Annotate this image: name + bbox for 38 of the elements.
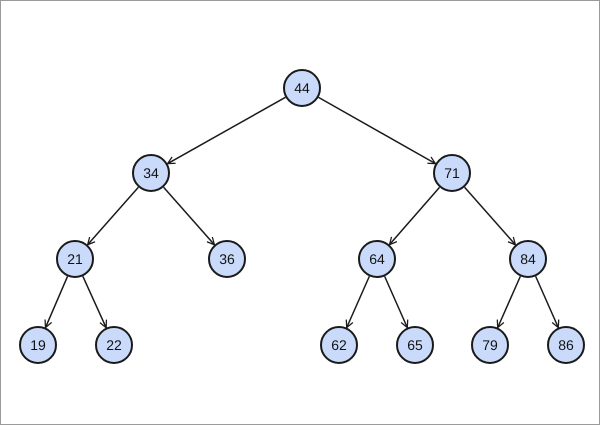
node-value: 84 — [520, 251, 536, 267]
node-value: 62 — [331, 337, 347, 353]
tree-node-circle — [95, 326, 133, 364]
tree-node-circle — [56, 240, 94, 278]
node-value: 21 — [67, 251, 83, 267]
arrow — [384, 276, 408, 328]
node-value: 34 — [143, 165, 159, 181]
node-value: 36 — [219, 251, 235, 267]
tree-node-circle — [283, 69, 321, 107]
arrow — [346, 276, 370, 328]
tree-node-circle — [132, 154, 170, 192]
arrow — [464, 186, 516, 246]
tree-node-circle — [208, 240, 246, 278]
tree-node-circle — [471, 326, 509, 364]
node-value: 86 — [558, 337, 574, 353]
node-value: 44 — [294, 80, 310, 96]
node-value: 19 — [30, 337, 46, 353]
tree-node-circle — [19, 326, 57, 364]
arrow — [86, 186, 139, 246]
tree-node-circle — [433, 154, 471, 192]
tree-node-circle — [358, 240, 396, 278]
node-value: 79 — [482, 337, 498, 353]
tree-node-circle — [509, 240, 547, 278]
node-value: 22 — [106, 337, 122, 353]
arrow — [166, 96, 286, 164]
node-value: 71 — [444, 165, 460, 181]
node-value: 65 — [407, 337, 423, 353]
tree-node-circle — [396, 326, 434, 364]
tree-node-circle — [320, 326, 358, 364]
arrow — [318, 96, 436, 164]
node-value: 64 — [369, 251, 385, 267]
arrow — [163, 186, 216, 246]
arrow — [82, 276, 108, 328]
arrow — [388, 186, 440, 246]
tree-node-circle — [547, 326, 585, 364]
arrow — [496, 276, 521, 328]
arrow — [535, 276, 560, 328]
arrow — [44, 276, 68, 328]
